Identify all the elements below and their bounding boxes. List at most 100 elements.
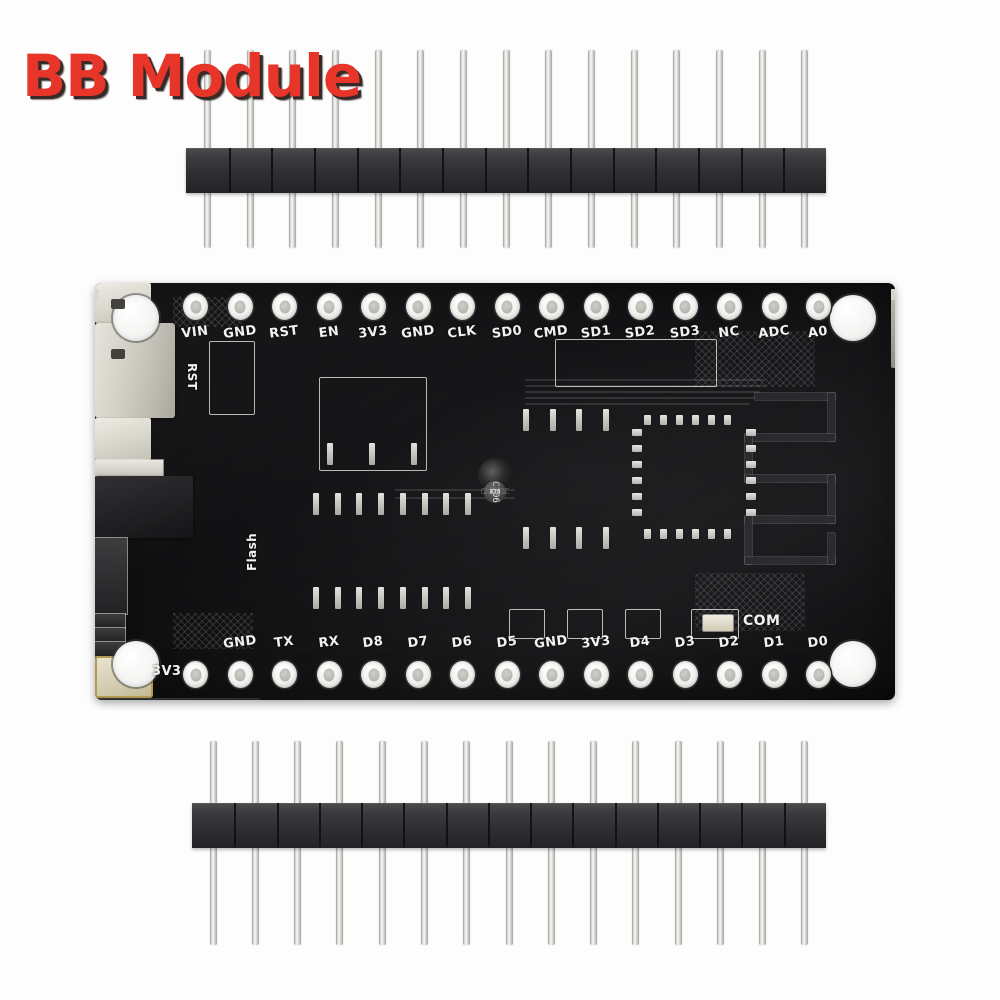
pad-hole: [501, 668, 513, 681]
header-pin: [547, 841, 555, 945]
header-pin: [547, 741, 555, 809]
header-segment-divider: [442, 148, 444, 192]
header-segment-divider: [614, 803, 617, 847]
qfn-pad: [746, 493, 756, 500]
mounting-hole-top-right: [830, 295, 876, 341]
pad-hole: [546, 668, 557, 681]
top-pin-header-strip: [186, 148, 826, 193]
silk-pin-label-gnd: GND: [221, 323, 258, 342]
header-segment-divider: [234, 803, 237, 847]
header-pin: [587, 50, 595, 154]
qfn-pad: [632, 461, 642, 468]
header-pin: [331, 186, 339, 248]
usb-serial-ic: CH340C: [95, 487, 509, 700]
resistor-smd: EZI: [95, 488, 500, 628]
pin-pad[interactable]: [405, 293, 431, 320]
pin-pad[interactable]: [494, 293, 520, 320]
header-pin: [801, 186, 809, 248]
flash-button[interactable]: [95, 291, 895, 460]
header-segment-divider: [403, 803, 406, 847]
pin-pad[interactable]: [183, 661, 208, 688]
flash-legs-top: [523, 409, 609, 431]
header-segment-divider: [783, 148, 786, 192]
pin-pad[interactable]: [717, 661, 742, 688]
header-pin: [716, 841, 724, 945]
header-pin: [758, 50, 766, 154]
pin-pad[interactable]: [227, 293, 253, 320]
pcb-trace: [525, 379, 765, 381]
pad-hole: [724, 300, 735, 313]
silk-pin-label-nc: NC: [717, 323, 741, 342]
pin-pad[interactable]: [806, 293, 831, 320]
pin-pad[interactable]: [628, 293, 653, 320]
pin-pad[interactable]: [539, 661, 564, 688]
qfn-pad: [746, 429, 756, 436]
pcb-antenna: [715, 393, 845, 593]
silk-pin-label-3v3: 3V3: [580, 633, 611, 652]
pin-pad[interactable]: [183, 293, 208, 320]
qfn-pad: [692, 529, 699, 539]
silk-label-flash: Flash: [245, 532, 259, 571]
pin-pad[interactable]: [761, 661, 787, 688]
pin-pad[interactable]: [316, 293, 342, 320]
silk-pin-label-a0: A0: [807, 323, 829, 342]
header-pin: [251, 841, 259, 945]
com-led: [703, 615, 733, 631]
pad-hole: [368, 668, 379, 681]
pin-pad[interactable]: [450, 293, 475, 320]
pin-pad[interactable]: [494, 661, 520, 688]
pin-pad[interactable]: [539, 293, 564, 320]
silk-pin-label-d6: D6: [450, 633, 474, 652]
pad-hole: [635, 300, 646, 313]
pad-hole: [279, 668, 290, 681]
pin-pad[interactable]: [450, 661, 475, 688]
pin-pad[interactable]: [361, 661, 386, 688]
pin-pad[interactable]: [405, 661, 431, 688]
qfn-pad: [708, 415, 715, 425]
header-segment-divider: [530, 803, 533, 847]
header-segment-divider: [570, 148, 572, 192]
silk-pin-label-sd0: SD0: [490, 323, 523, 342]
qfn-pad: [746, 509, 756, 516]
mounting-hole-bottom-right: [830, 641, 876, 687]
silk-label-3v3-corner: 3V3: [152, 664, 182, 679]
silk-pin-label-clk: CLK: [446, 323, 478, 342]
pin-pad[interactable]: [628, 661, 653, 688]
pin-pad[interactable]: [272, 293, 297, 320]
header-segment-divider: [741, 803, 744, 847]
bottom-pin-header-strip: [192, 803, 826, 848]
pad-hole: [501, 300, 513, 313]
silk-pin-label-rst: RST: [268, 323, 300, 342]
pad-hole: [457, 668, 468, 681]
header-segment-divider: [228, 148, 231, 192]
pin-pad[interactable]: [761, 293, 787, 320]
pin-pad[interactable]: [806, 661, 831, 688]
micro-usb-connector[interactable]: [95, 293, 895, 418]
copper-hatch: [695, 331, 815, 387]
header-segment-divider: [399, 148, 402, 192]
pin-pad[interactable]: [672, 293, 698, 320]
header-pin: [209, 741, 217, 809]
pad-hole: [813, 668, 824, 681]
header-pin: [801, 741, 809, 809]
header-pin: [632, 741, 640, 809]
pin-pad[interactable]: [272, 661, 297, 688]
pin-pad[interactable]: [227, 661, 253, 688]
pin-pad[interactable]: [672, 661, 698, 688]
pin-pad[interactable]: [717, 293, 742, 320]
pin-pad[interactable]: [316, 661, 342, 688]
header-pin: [673, 186, 681, 248]
header-pin: [545, 186, 553, 248]
pin-pad[interactable]: [583, 661, 609, 688]
silk-pin-label-d1: D1: [762, 633, 785, 652]
silk-pin-label-gnd: GND: [221, 633, 258, 652]
header-segment-divider: [361, 803, 364, 847]
pad-hole: [546, 300, 557, 313]
qfn-pad: [746, 461, 756, 468]
header-segment-divider: [356, 148, 359, 192]
header-pin: [505, 741, 513, 809]
pad-hole: [590, 300, 602, 313]
pin-pad[interactable]: [361, 293, 386, 320]
header-segment-divider: [698, 148, 700, 192]
pin-pad[interactable]: [583, 293, 609, 320]
